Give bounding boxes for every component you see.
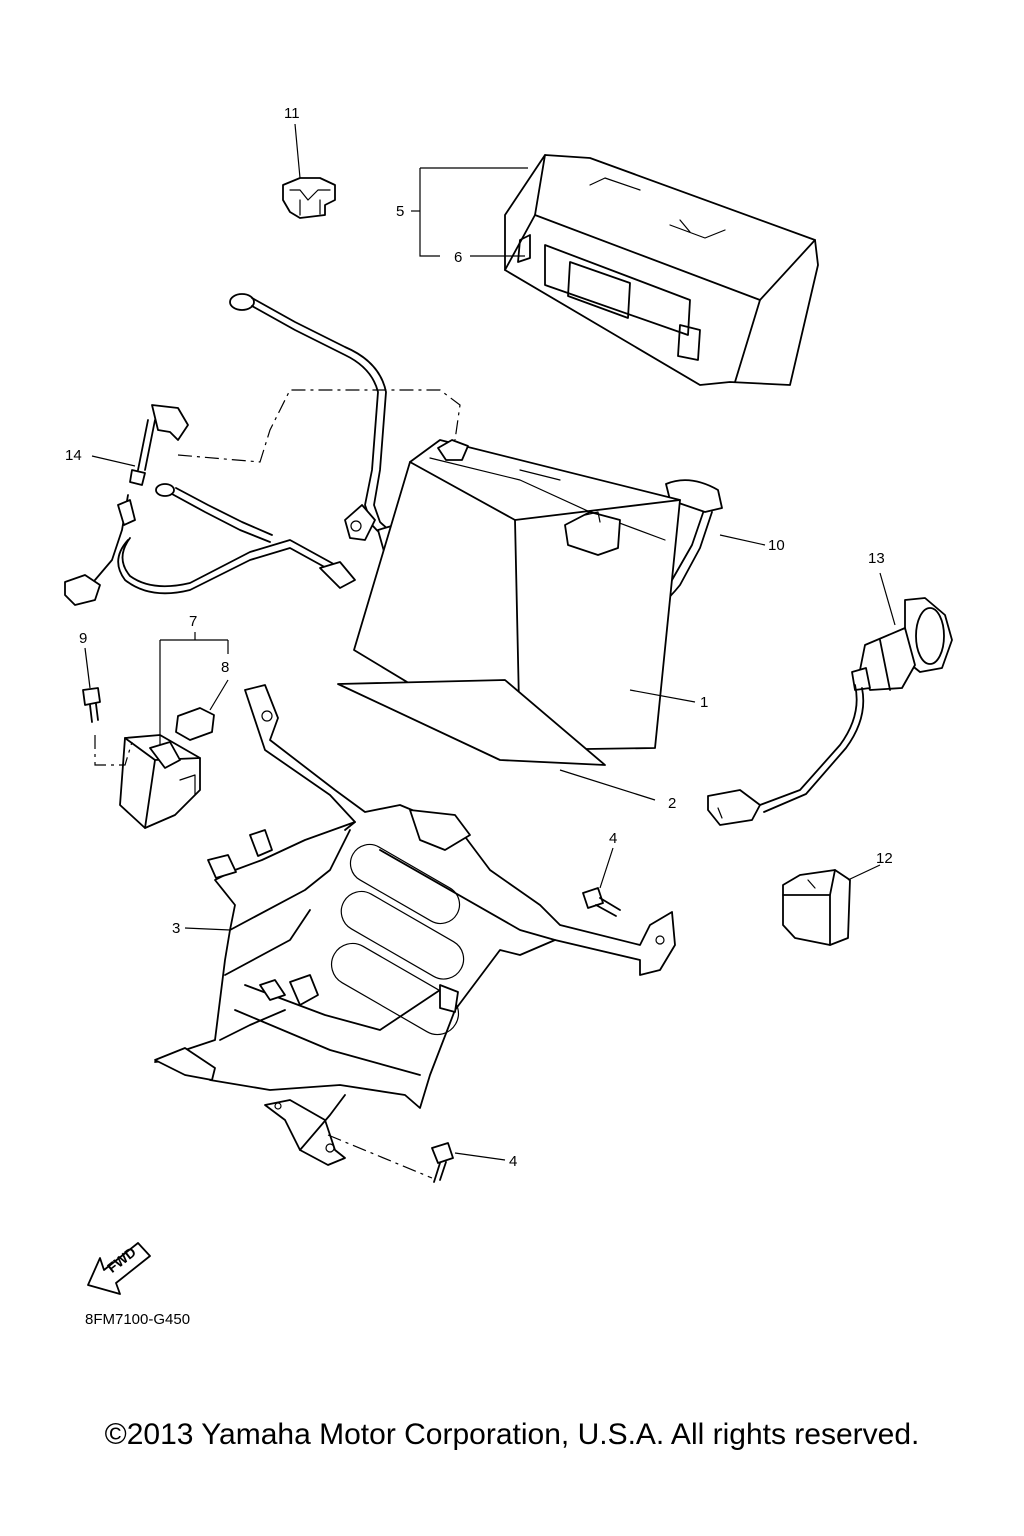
callout-5: 5 bbox=[396, 203, 404, 220]
battery-cover bbox=[504, 154, 819, 386]
socket-cap bbox=[782, 864, 881, 946]
ground-routing-lines bbox=[177, 389, 461, 463]
callout-13: 13 bbox=[868, 550, 885, 567]
battery-pad bbox=[337, 679, 656, 801]
diagram-code: 8FM7100-G450 bbox=[85, 1311, 190, 1328]
callout-14: 14 bbox=[65, 447, 82, 464]
relay-assembly bbox=[119, 707, 215, 829]
callout-1: 1 bbox=[700, 694, 708, 711]
callout-2: 2 bbox=[668, 795, 676, 812]
negative-cable bbox=[64, 404, 356, 606]
callout-11: 11 bbox=[284, 105, 300, 122]
callout-labels: 1 2 3 4 4 5 6 7 8 9 10 11 12 13 14 bbox=[65, 105, 893, 1170]
callout-3: 3 bbox=[172, 920, 180, 937]
callout-9: 9 bbox=[79, 630, 87, 647]
bolt-9 bbox=[82, 647, 133, 766]
wire-clip bbox=[282, 123, 336, 219]
callout-8: 8 bbox=[221, 659, 229, 676]
accessory-socket bbox=[707, 572, 953, 826]
bolt-4-lower bbox=[327, 1134, 506, 1183]
callout-4-lower: 4 bbox=[509, 1153, 517, 1170]
callout-10: 10 bbox=[768, 537, 785, 554]
battery bbox=[353, 439, 681, 751]
battery-leader bbox=[629, 689, 696, 703]
callout-12: 12 bbox=[876, 850, 893, 867]
callout-6: 6 bbox=[454, 249, 462, 266]
bolt-4-upper bbox=[582, 847, 621, 917]
relay-leaders bbox=[159, 632, 229, 745]
callout-7: 7 bbox=[189, 613, 197, 630]
cover-leader-5-6 bbox=[411, 167, 528, 257]
copyright-notice: ©2013 Yamaha Motor Corporation, U.S.A. A… bbox=[104, 1418, 920, 1451]
battery-bracket bbox=[154, 684, 676, 1166]
callout-4-upper: 4 bbox=[609, 830, 617, 847]
forward-arrow-icon: FWD bbox=[87, 1242, 151, 1295]
